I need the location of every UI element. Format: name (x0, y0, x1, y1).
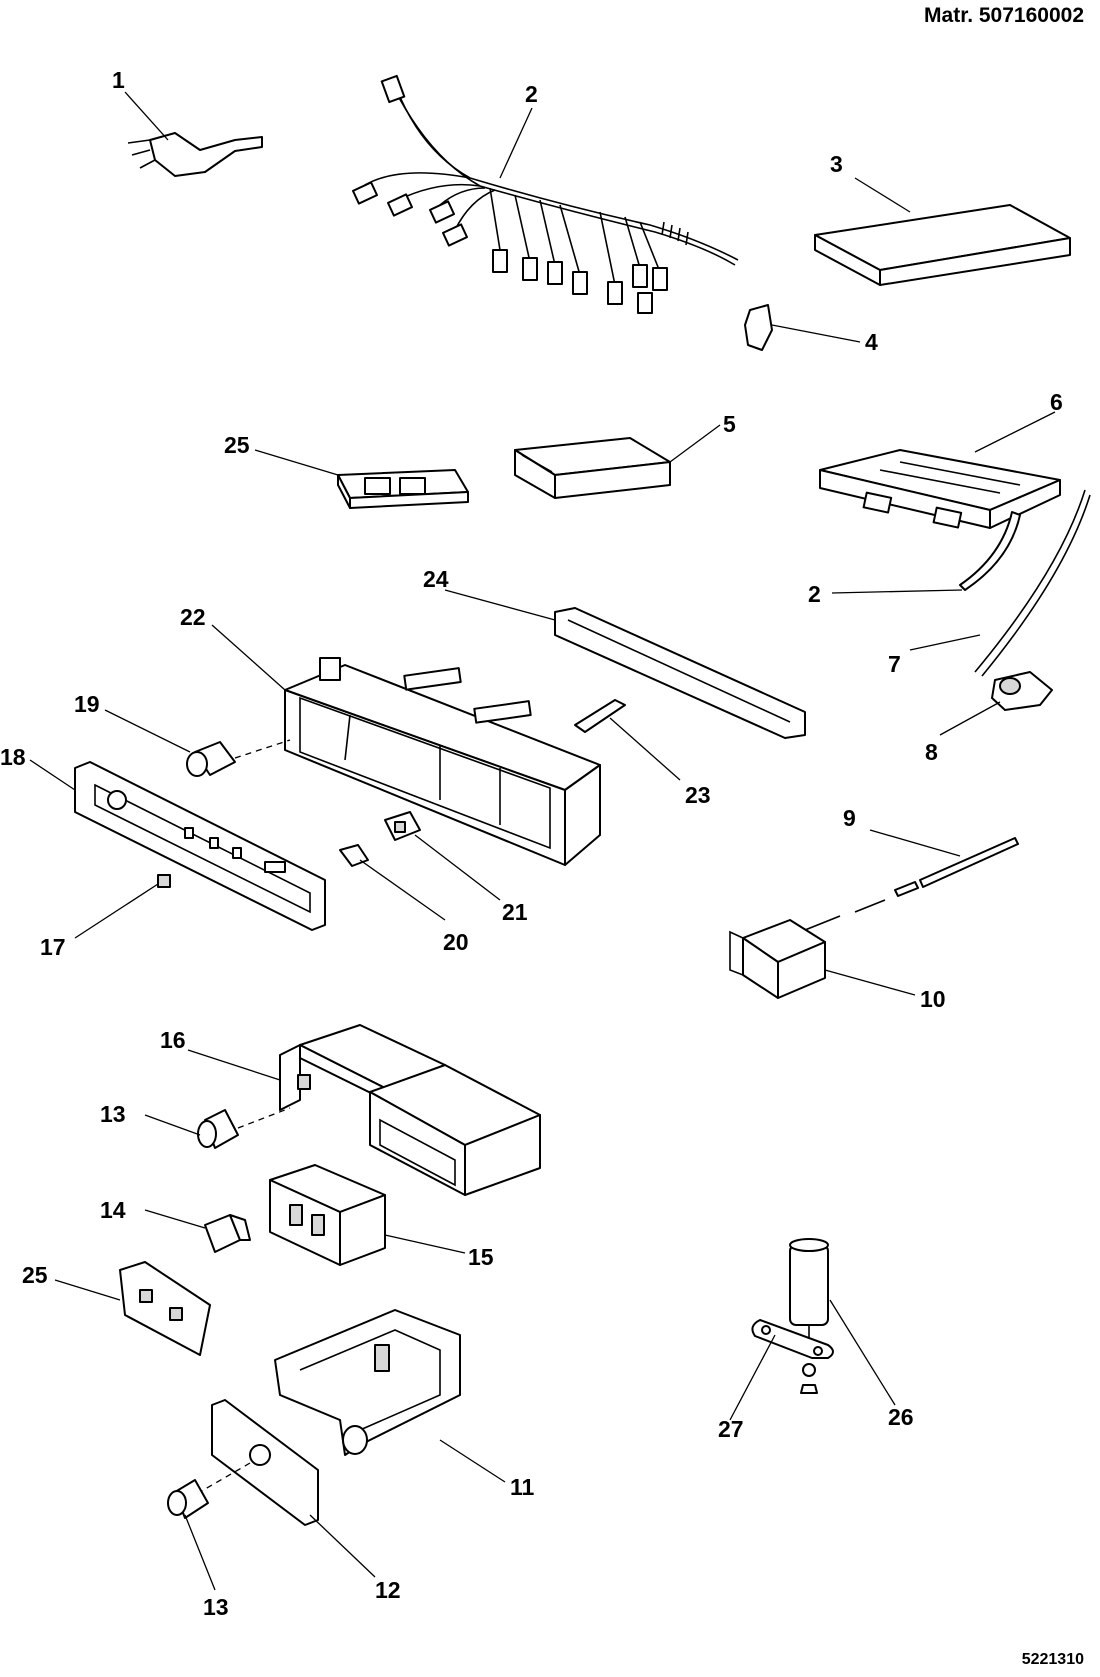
part-17-switch (157, 874, 171, 888)
callout-8: 8 (925, 739, 938, 765)
part-24-frame (554, 607, 806, 739)
part-11-enclosure (274, 1309, 461, 1456)
part-27-mounting-bracket (751, 1319, 834, 1359)
part-23-pin (574, 699, 626, 733)
callout-13-lower: 13 (203, 1594, 229, 1620)
callout-22: 22 (180, 604, 206, 630)
callout-19: 19 (74, 691, 100, 717)
part-7-cable (974, 489, 1091, 677)
part-16-drawer (279, 1024, 541, 1196)
callout-14: 14 (100, 1197, 126, 1223)
part-14-button (204, 1214, 251, 1253)
part-4-clip (744, 304, 773, 351)
callout-13-upper: 13 (100, 1101, 126, 1127)
part-1-plug (127, 132, 263, 177)
callout-25-lower: 25 (22, 1262, 48, 1288)
callout-23: 23 (685, 782, 711, 808)
callout-2-upper: 2 (525, 81, 538, 107)
callout-labels: 1 2 2 3 4 5 6 7 8 9 10 11 12 13 13 14 15… (0, 67, 1063, 1620)
part-2-cable-lower (959, 511, 1021, 591)
part-6-chassis (819, 449, 1061, 529)
part-3-tray (814, 204, 1071, 286)
part-2-wiring-harness (351, 74, 739, 314)
drawing-number: 5221310 (1021, 1651, 1084, 1668)
callout-1: 1 (112, 67, 125, 93)
callout-25-upper: 25 (224, 432, 250, 458)
part-25-connector-lower (119, 1261, 211, 1356)
callout-7: 7 (888, 651, 901, 677)
part-25-connector-upper (337, 469, 469, 509)
callout-20: 20 (443, 929, 469, 955)
callout-17: 17 (40, 934, 66, 960)
callout-12: 12 (375, 1577, 401, 1603)
callout-24: 24 (423, 566, 449, 592)
part-13-knob-lower (167, 1479, 209, 1519)
callout-26: 26 (888, 1404, 914, 1430)
callout-2-lower: 2 (808, 581, 821, 607)
material-number: Matr. 507160002 (924, 4, 1084, 27)
part-19-knob (186, 739, 291, 777)
callout-4: 4 (865, 329, 878, 355)
callout-9: 9 (843, 805, 856, 831)
part-5-box (514, 437, 671, 499)
callout-10: 10 (920, 986, 946, 1012)
part-10-bracket (729, 919, 826, 999)
callout-6: 6 (1050, 389, 1063, 415)
part-15-switch-housing (269, 1164, 386, 1266)
part-22-housing (284, 657, 601, 866)
part-8-grommet (991, 671, 1053, 711)
part-13-knob-upper (197, 1107, 291, 1149)
part-21-switch (384, 811, 421, 841)
callout-21: 21 (502, 899, 528, 925)
callout-16: 16 (160, 1027, 186, 1053)
callout-11: 11 (510, 1474, 535, 1500)
part-12-front-plate (199, 1399, 319, 1526)
part-26-capacitor (789, 1238, 829, 1394)
callout-27: 27 (718, 1416, 744, 1442)
callout-15: 15 (468, 1244, 494, 1270)
part-9-rod (799, 837, 1019, 933)
callout-3: 3 (830, 151, 843, 177)
callout-18: 18 (0, 744, 26, 770)
part-18-front-panel (74, 761, 326, 931)
callout-5: 5 (723, 411, 736, 437)
leader-lines (29, 91, 1056, 1591)
